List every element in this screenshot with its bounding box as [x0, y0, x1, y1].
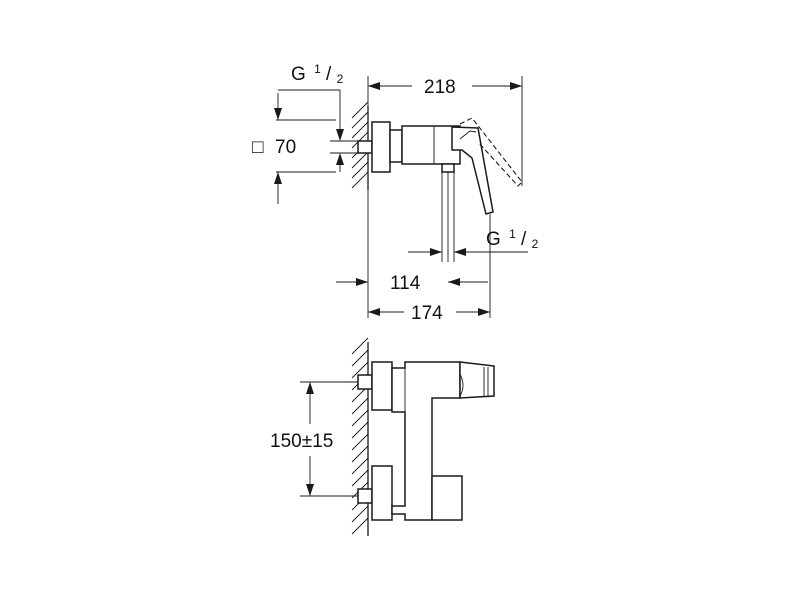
square-dimension: □ 70	[252, 93, 336, 204]
depth-174-label: 174	[411, 303, 443, 324]
side-view: □ 70 G 1 / 2 218	[252, 57, 539, 324]
square-symbol: □	[252, 137, 264, 158]
offset-114-label: 114	[390, 273, 421, 294]
depth-174-dimension: 174	[368, 214, 491, 324]
inlet-thread-dimension: G 1 / 2	[278, 57, 358, 172]
projection-218-dimension: 218	[367, 76, 523, 186]
mixer-body-front	[391, 361, 495, 521]
square-size-label: 70	[275, 137, 296, 158]
inlet-connector	[357, 121, 391, 173]
offset-114-dimension: 114	[336, 190, 488, 318]
mixer-body	[389, 117, 523, 215]
inlet-thread-label: G 1 / 2	[291, 57, 344, 86]
projection-218-label: 218	[424, 77, 456, 98]
wall-hatching-bottom	[351, 337, 369, 536]
centers-150-dimension: 150±15	[270, 381, 358, 497]
centers-150-label: 150±15	[270, 431, 333, 452]
lower-inlet	[357, 465, 393, 521]
outlet-thread-label: G 1 / 2	[486, 222, 539, 251]
front-view: 150±15	[270, 337, 495, 536]
